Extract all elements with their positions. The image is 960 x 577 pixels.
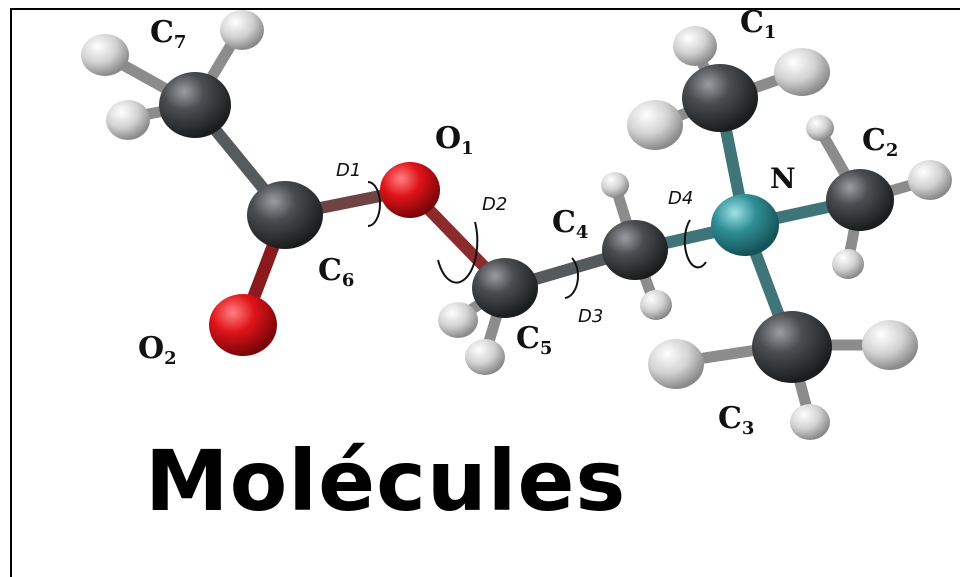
hydrogen-atom: [790, 404, 830, 440]
hydrogen-atoms: [81, 10, 952, 440]
carbon-atom-c5: [472, 258, 538, 318]
dihedral-arrows: [367, 181, 707, 299]
rotation-arrow-d3: [564, 257, 579, 299]
carbon-atom-c7: [159, 72, 231, 138]
hydrogen-atom: [601, 172, 629, 198]
carbon-atom-c1: [682, 64, 758, 132]
hydrogen-atom: [465, 339, 505, 375]
carbon-atom-c3: [752, 311, 832, 383]
label-c1: C1: [740, 5, 776, 43]
figure-frame: [10, 8, 960, 577]
label-c2: C2: [862, 123, 898, 161]
caption-title: Molécules: [145, 432, 627, 530]
hydrogen-atom: [220, 10, 264, 50]
carbon-atom-c6: [247, 181, 323, 249]
label-d3: D3: [578, 306, 603, 327]
label-o1: O1: [435, 121, 474, 159]
hydrogen-atom: [81, 34, 129, 76]
hydrogen-atom: [648, 339, 704, 389]
hydrogen-atom: [862, 320, 918, 370]
hydrogen-atom: [806, 115, 834, 141]
hydrogen-atom: [627, 100, 683, 150]
hydrogen-atom: [774, 48, 830, 96]
label-c6: C6: [318, 253, 354, 291]
label-o2: O2: [138, 331, 177, 369]
rotation-arrow-d2: [437, 221, 479, 284]
carbon-atom-c4: [602, 220, 668, 280]
atom-labels: C7 O1 C6 O2 C4 C5 C1 N C2 C3: [138, 5, 898, 439]
label-d4: D4: [668, 188, 693, 209]
label-n: N: [770, 162, 796, 195]
nitrogen-atom: [711, 194, 779, 256]
label-c4: C4: [552, 205, 588, 243]
oxygen-atom-o1: [380, 162, 440, 218]
heavy-atoms: [159, 64, 894, 383]
hydrogen-atom: [640, 290, 672, 320]
label-c5: C5: [516, 321, 552, 359]
hydrogen-atom: [438, 302, 478, 338]
hydrogen-atom: [106, 100, 150, 140]
label-c3: C3: [718, 401, 754, 439]
label-d2: D2: [482, 194, 507, 215]
hydrogen-atom: [673, 26, 717, 66]
hydrogen-atom: [908, 160, 952, 200]
rotation-arrow-d4: [683, 219, 707, 269]
dihedral-labels: D1 D2 D3 D4: [336, 160, 693, 327]
label-c7: C7: [150, 15, 186, 53]
rotation-arrow-d1: [367, 181, 381, 227]
hydrogen-atom: [832, 249, 864, 279]
label-d1: D1: [336, 160, 361, 181]
oxygen-atom-o2: [209, 294, 277, 356]
carbon-atom-c2: [826, 169, 894, 231]
